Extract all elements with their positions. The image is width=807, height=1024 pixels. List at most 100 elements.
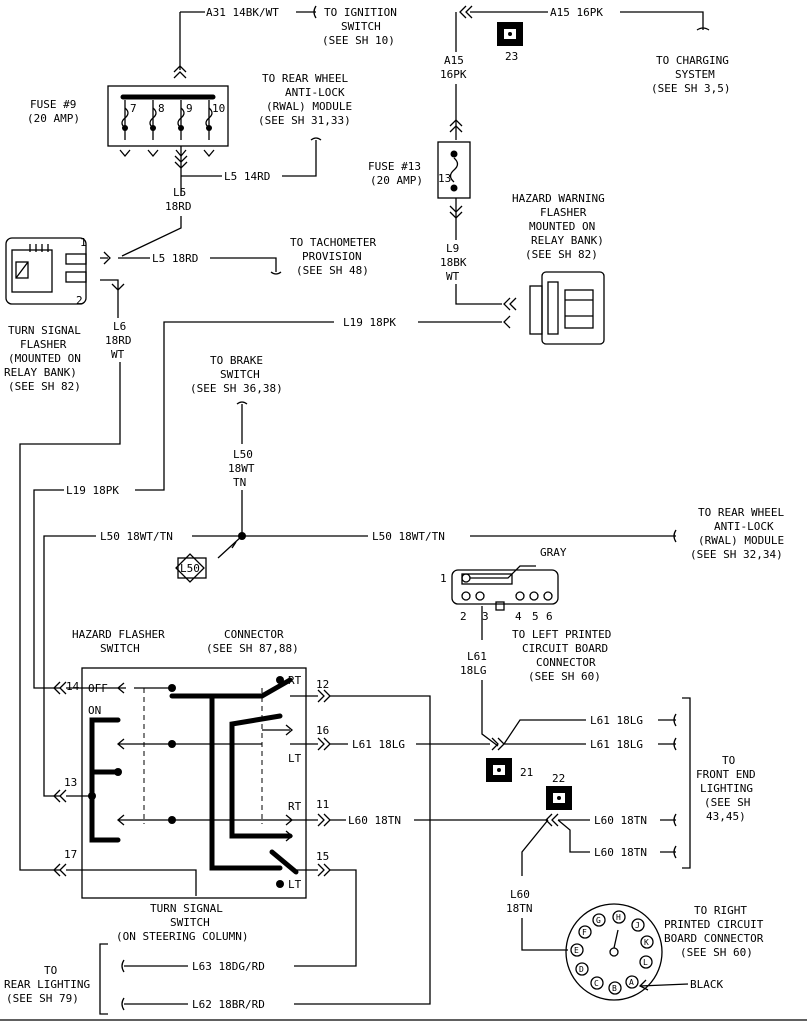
l62-label: L62 18BR/RD — [192, 998, 265, 1011]
l19-wire-left — [33, 489, 64, 689]
turn-signal-flasher — [5, 237, 87, 305]
to-front-end-label: TO FRONT END LIGHTING (SEE SH 43,45) — [696, 754, 756, 823]
connector-22: 22 — [546, 772, 572, 810]
svg-text:TO REAR WHEEL: TO REAR WHEEL — [262, 72, 348, 85]
connector-chevron — [491, 737, 505, 751]
svg-text:(SEE SH: (SEE SH — [704, 796, 750, 809]
l5-18rd-hlabel: L5 18RD — [152, 252, 198, 265]
svg-text:(20 AMP): (20 AMP) — [370, 174, 423, 187]
svg-text:(SEE SH 82): (SEE SH 82) — [525, 248, 598, 261]
gray-lead — [470, 565, 536, 579]
l50-wire-left — [43, 535, 242, 797]
turn-switch-label: TURN SIGNAL SWITCH (ON STEERING COLUMN) — [116, 902, 248, 943]
svg-text:TO REAR WHEEL: TO REAR WHEEL — [698, 506, 784, 519]
a15-side-label: A15 16PK — [440, 54, 467, 81]
svg-text:TO BRAKE: TO BRAKE — [210, 354, 263, 367]
l61-vlabel: L61 18LG — [460, 650, 487, 677]
to-charging-label: TO CHARGING SYSTEM (SEE SH 3,5) — [651, 54, 730, 95]
gray-pin-6: 6 — [546, 610, 553, 623]
a15-top-label: A15 16PK — [550, 6, 603, 19]
svg-text:(SEE SH 10): (SEE SH 10) — [322, 34, 395, 47]
svg-text:REAR LIGHTING: REAR LIGHTING — [4, 978, 90, 991]
svg-text:22: 22 — [552, 772, 565, 785]
svg-text:PROVISION: PROVISION — [302, 250, 362, 263]
svg-text:SWITCH: SWITCH — [170, 916, 210, 929]
connector-chevron — [459, 5, 473, 19]
l50-tag-lead — [217, 535, 243, 559]
contact-arrow — [116, 682, 125, 694]
svg-text:FUSE #9: FUSE #9 — [30, 98, 76, 111]
l6-wire — [19, 362, 121, 871]
l60-a-label: L60 18TN — [348, 814, 401, 827]
connector-chevron — [174, 155, 188, 169]
fuse9-pin-9: 9 — [186, 102, 193, 115]
fuse13-label: FUSE #13 (20 AMP) — [368, 160, 423, 187]
pin15-wire — [294, 869, 357, 967]
svg-text:WT: WT — [446, 270, 460, 283]
svg-text:L9: L9 — [446, 242, 459, 255]
connector-chevron — [111, 283, 125, 291]
l19-left-label: L19 18PK — [66, 484, 119, 497]
svg-text:HAZARD WARNING: HAZARD WARNING — [512, 192, 605, 205]
svg-text:18LG: 18LG — [460, 664, 487, 677]
hazard-warning-flasher — [529, 271, 605, 345]
connector-chevron — [317, 863, 331, 877]
l61-b-wire — [503, 719, 676, 745]
svg-text:TN: TN — [233, 476, 246, 489]
connector-23: 23 — [497, 22, 523, 63]
l61-b-label: L61 18LG — [590, 714, 643, 727]
l6-wire-top — [100, 279, 119, 318]
l61-a-label: L61 18LG — [352, 738, 405, 751]
switch-row-wires-2 — [172, 743, 262, 821]
l19-wire-top — [135, 321, 502, 491]
svg-text:L50: L50 — [180, 562, 200, 575]
l5-wire-diag — [121, 216, 182, 257]
svg-text:L61: L61 — [467, 650, 487, 663]
svg-text:(SEE SH 36,38): (SEE SH 36,38) — [190, 382, 283, 395]
wire-end — [696, 27, 710, 31]
svg-text:18TN: 18TN — [506, 902, 533, 915]
fuse-9: 7 8 9 10 — [107, 85, 229, 158]
l61-wire-mid — [481, 680, 499, 747]
svg-text:(SEE SH 60): (SEE SH 60) — [528, 670, 601, 683]
to-rear-label: TO REAR LIGHTING (SEE SH 79) — [4, 964, 90, 1005]
l63-label: L63 18DG/RD — [192, 960, 265, 973]
svg-text:FLASHER: FLASHER — [20, 338, 67, 351]
connector-chevron — [545, 813, 559, 827]
svg-text:21: 21 — [520, 766, 533, 779]
state-rt-bottom: RT — [288, 800, 302, 813]
state-lt-top: LT — [288, 752, 302, 765]
state-off: OFF — [88, 682, 108, 695]
svg-text:C: C — [594, 979, 599, 988]
connector-chevron — [317, 737, 331, 751]
svg-text:B: B — [612, 984, 617, 993]
svg-text:G: G — [596, 916, 601, 925]
connector-21: 21 — [486, 758, 533, 782]
connector-chevron — [449, 119, 463, 133]
svg-text:TURN SIGNAL: TURN SIGNAL — [150, 902, 223, 915]
connector-chevron — [53, 681, 67, 695]
l19-top-label: L19 18PK — [343, 316, 396, 329]
on-bus — [89, 717, 121, 843]
svg-text:CONNECTOR: CONNECTOR — [224, 628, 284, 641]
rear-wires — [124, 965, 188, 1005]
l50-left-label: L50 18WT/TN — [100, 530, 173, 543]
svg-text:CIRCUIT BOARD: CIRCUIT BOARD — [522, 642, 608, 655]
connector-chevron — [317, 813, 331, 827]
svg-text:WT: WT — [111, 348, 125, 361]
l50-right-label: L50 18WT/TN — [372, 530, 445, 543]
pin-13: 13 — [64, 776, 77, 789]
svg-text:(ON STEERING COLUMN): (ON STEERING COLUMN) — [116, 930, 248, 943]
svg-text:L6: L6 — [113, 320, 126, 333]
black-lead — [639, 983, 689, 987]
svg-text:SWITCH: SWITCH — [341, 20, 381, 33]
svg-text:TO LEFT PRINTED: TO LEFT PRINTED — [512, 628, 611, 641]
hazard-flasher-label: HAZARD WARNING FLASHER MOUNTED ON RELAY … — [512, 192, 605, 261]
svg-text:18RD: 18RD — [105, 334, 132, 347]
svg-text:ANTI-LOCK: ANTI-LOCK — [714, 520, 774, 533]
tsf-pin-1: 1 — [80, 236, 87, 249]
svg-text:(SEE SH 31,33): (SEE SH 31,33) — [258, 114, 351, 127]
l60-c-label: L60 18TN — [594, 846, 647, 859]
fuse9-pin-10: 10 — [212, 102, 225, 115]
l50-tag: L50 — [175, 553, 207, 583]
